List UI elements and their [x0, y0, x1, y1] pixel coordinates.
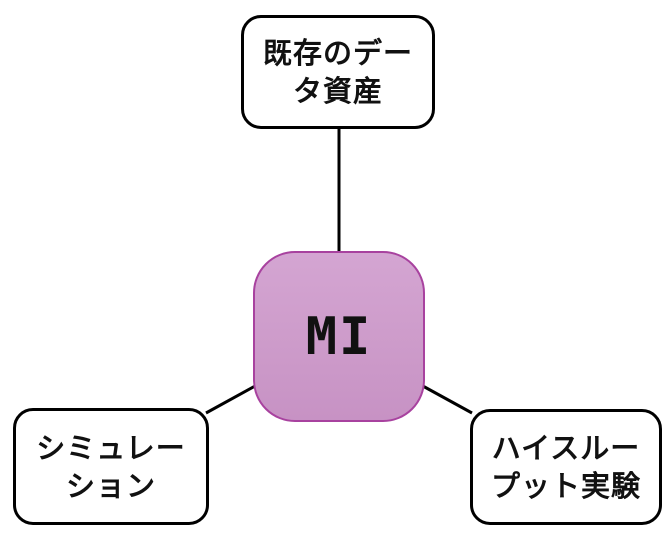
node-mi-label: MI — [305, 306, 373, 367]
node-existing-data-assets-line1: 既存のデー — [262, 36, 413, 70]
node-mi: MI — [253, 251, 425, 422]
node-existing-data-assets-line2: タ資産 — [292, 74, 383, 108]
node-high-throughput-experiment: ハイスルー プット実験 — [470, 409, 662, 525]
node-simulation-line2: ション — [65, 468, 156, 503]
connector-bottom-left-line — [205, 383, 258, 415]
node-simulation: シミュレー ション — [13, 408, 209, 525]
node-simulation-line1: シミュレー — [36, 430, 186, 465]
node-existing-data-assets: 既存のデー タ資産 — [241, 15, 435, 129]
connector-bottom-right-line — [420, 383, 473, 415]
node-high-throughput-experiment-line1: ハイスルー — [491, 431, 641, 465]
node-high-throughput-experiment-line2: プット実験 — [490, 469, 641, 503]
